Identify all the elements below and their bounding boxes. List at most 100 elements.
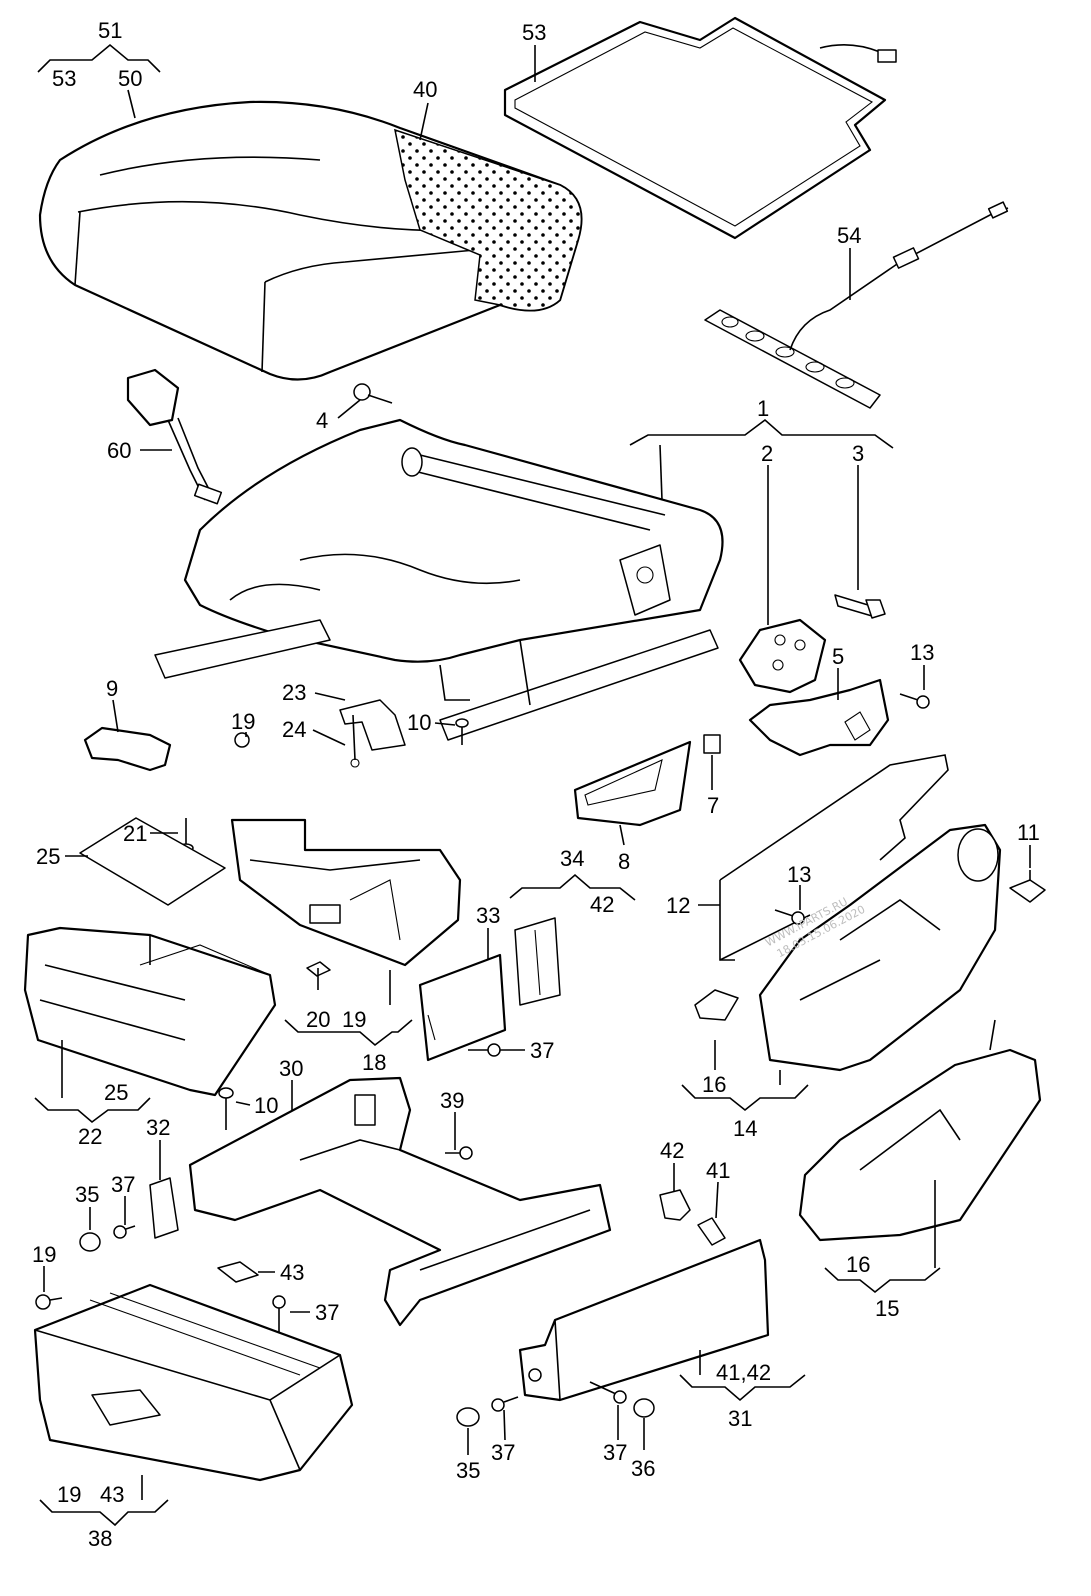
label-35: 35 (75, 1182, 99, 1207)
label-10: 10 (407, 710, 431, 735)
label-23: 23 (282, 680, 306, 705)
label-54: 54 (837, 223, 861, 248)
clip-part-41 (697, 1217, 726, 1246)
label-37: 37 (111, 1172, 135, 1197)
label-35: 35 (456, 1458, 480, 1483)
screw-part-39 (445, 1146, 473, 1160)
label-8: 8 (618, 849, 630, 874)
cover-part-33 (418, 953, 507, 1062)
screw-part-10-lower (218, 1087, 234, 1130)
label-13: 13 (787, 862, 811, 887)
bolt-part-4 (353, 383, 393, 404)
label-33: 33 (476, 903, 500, 928)
label-22: 22 (78, 1124, 102, 1149)
bracket-part-5 (748, 678, 890, 757)
label-19: 19 (342, 1007, 366, 1032)
clip-part-43 (217, 1261, 259, 1283)
label-53: 53 (522, 20, 546, 45)
clip-part-42-lower (659, 1189, 691, 1221)
trim-part-8 (573, 740, 692, 827)
label-3: 3 (852, 441, 864, 466)
seat-frame-part-1 (154, 418, 724, 741)
bracket-part-23-24 (339, 699, 406, 768)
label-40: 40 (413, 77, 437, 102)
label-18: 18 (362, 1050, 386, 1075)
label-4: 4 (316, 408, 328, 433)
storage-drawer-part-22 (23, 926, 277, 1097)
label-21: 21 (123, 821, 147, 846)
seat-cushion-part-50 (38, 100, 583, 381)
label-9: 9 (106, 676, 118, 701)
label-13: 13 (910, 640, 934, 665)
label-51: 51 (98, 18, 122, 43)
crossmember-part-30 (188, 1076, 612, 1327)
label-38: 38 (88, 1526, 112, 1551)
side-trim-part-14 (758, 823, 1002, 1072)
bracket-part-32 (149, 1177, 179, 1239)
label-32: 32 (146, 1115, 170, 1140)
part-number-labels: 51 53 50 53 40 54 4 60 1 2 3 5 13 9 23 2… (32, 18, 1040, 1551)
clip-part-16-left (694, 989, 739, 1021)
seat-heating-pad-part-53 (503, 16, 897, 240)
label-19: 19 (32, 1242, 56, 1267)
label-25: 25 (36, 844, 60, 869)
cap-part-35-left (79, 1232, 101, 1252)
clip-part-7 (703, 734, 721, 754)
screw-part-3 (834, 594, 886, 619)
label-1: 1 (757, 396, 769, 421)
label-42: 42 (590, 892, 614, 917)
storage-drawer-part-38 (33, 1283, 354, 1482)
cap-part-35-bottom (456, 1407, 480, 1427)
label-43: 43 (280, 1260, 304, 1285)
label-36: 36 (631, 1456, 655, 1481)
label-37: 37 (603, 1440, 627, 1465)
label-42: 42 (660, 1138, 684, 1163)
label-37: 37 (491, 1440, 515, 1465)
label-14: 14 (733, 1116, 757, 1141)
handle-part-9 (83, 726, 172, 772)
label-37: 37 (315, 1300, 339, 1325)
pivot-part-2 (738, 618, 827, 694)
label-11: 11 (1017, 820, 1040, 845)
cover-part-34 (514, 917, 561, 1006)
label-37: 37 (530, 1038, 554, 1063)
belt-buckle-part-60 (126, 368, 223, 505)
label-25: 25 (104, 1080, 128, 1105)
label-53: 53 (52, 66, 76, 91)
rail-trim-part-31 (518, 1238, 770, 1402)
tray-frame-part-18 (230, 818, 462, 967)
screw-part-10-upper (455, 718, 469, 745)
screw-part-13-upper (899, 693, 930, 709)
label-15: 15 (875, 1296, 899, 1321)
label-10: 10 (254, 1093, 278, 1118)
label-19: 19 (231, 709, 255, 734)
screw-part-19-upper (234, 732, 250, 748)
label-34: 34 (560, 846, 584, 871)
callout-lines (34, 43, 1031, 1527)
label-12: 12 (666, 893, 690, 918)
label-16: 16 (702, 1072, 726, 1097)
screw-part-37-bottom-right (589, 1381, 627, 1404)
side-cover-part-15 (798, 1019, 1042, 1242)
label-43: 43 (100, 1482, 124, 1507)
cap-part-36 (633, 1398, 655, 1418)
label-7: 7 (707, 793, 719, 818)
label-19: 19 (57, 1482, 81, 1507)
screw-part-13-lower (774, 909, 805, 925)
label-24: 24 (282, 717, 306, 742)
label-16: 16 (846, 1252, 870, 1277)
sensor-mat-part-54 (704, 201, 1009, 409)
label-5: 5 (832, 644, 844, 669)
label-50: 50 (118, 66, 142, 91)
label-60: 60 (107, 438, 131, 463)
clip-part-11 (1009, 870, 1046, 903)
screw-part-37-mid (468, 1043, 501, 1057)
screw-part-19-lower (35, 1294, 63, 1310)
label-41: 41 (706, 1158, 730, 1183)
label-39: 39 (440, 1088, 464, 1113)
label-2: 2 (761, 441, 773, 466)
film-part-25-upper (79, 817, 226, 906)
label-31: 31 (728, 1406, 752, 1431)
